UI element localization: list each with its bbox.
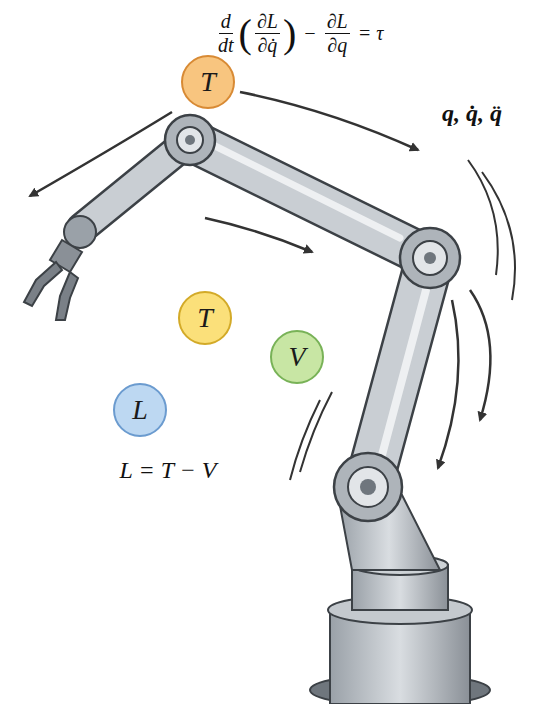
state-variables: q, q̇, q̈ — [442, 100, 502, 127]
denominator: ∂q̇ — [255, 34, 279, 57]
parenthesis: ( — [239, 14, 252, 54]
equals-torque: = τ — [358, 22, 384, 45]
numerator: ∂L — [325, 10, 350, 34]
fraction: ddt — [216, 10, 236, 57]
parenthesis: ) — [283, 14, 296, 54]
symbol-text: T — [197, 304, 213, 332]
euler-lagrange-equation: ddt(∂L∂q̇)−∂L∂q= τ — [214, 10, 389, 57]
numerator: d — [219, 10, 233, 34]
energy-circle: L — [113, 383, 167, 437]
symbol-text: T — [200, 68, 216, 96]
lagrangian-definition: L = T − V — [120, 457, 217, 484]
operator: − — [303, 22, 317, 45]
energy-circle: T — [181, 55, 235, 109]
numerator: ∂L — [255, 10, 280, 34]
symbol-text: V — [288, 343, 305, 371]
energy-circle: T — [178, 291, 232, 345]
fraction: ∂L∂q̇ — [255, 10, 280, 57]
energy-circle: V — [270, 330, 324, 384]
denominator: dt — [216, 34, 236, 57]
denominator: ∂q — [325, 34, 349, 57]
fraction: ∂L∂q — [325, 10, 350, 57]
symbol-text: L — [132, 396, 148, 424]
